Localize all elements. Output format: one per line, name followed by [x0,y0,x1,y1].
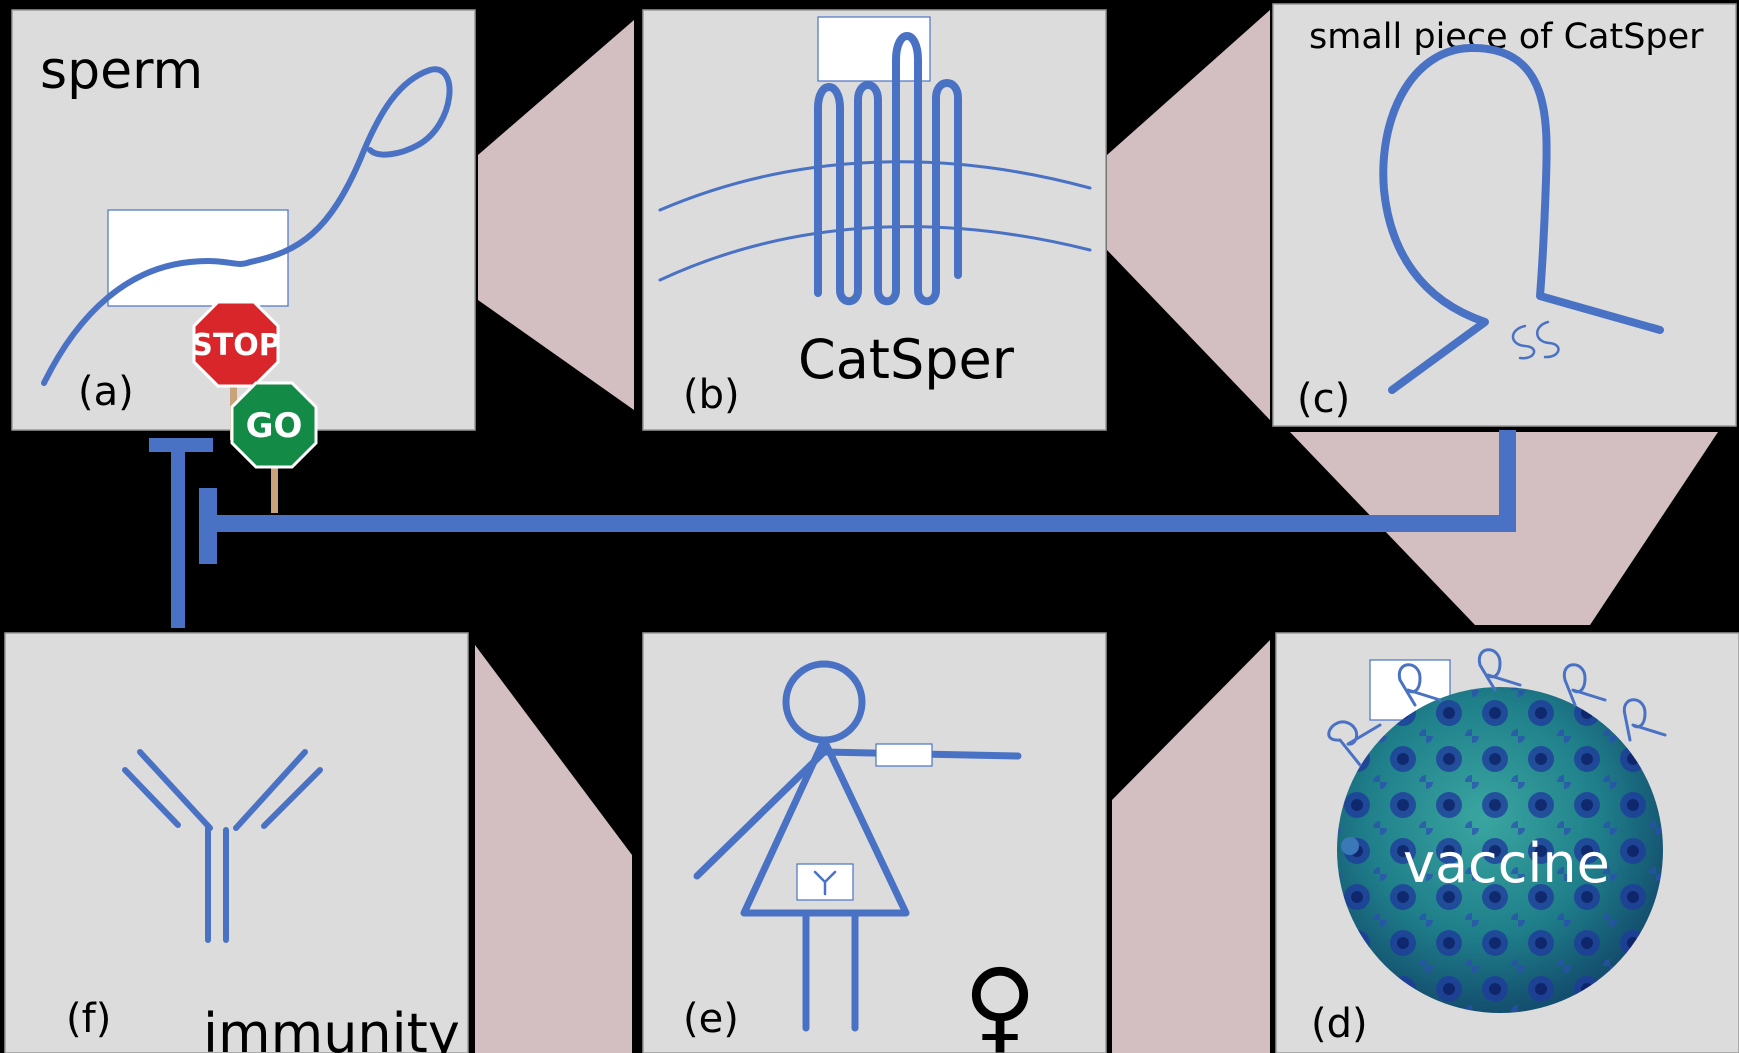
catsper-selection-box [817,16,931,82]
panel-c-label: (c) [1297,376,1350,422]
flexible-linker [1511,320,1560,360]
panel-e-woman: ♀ (e) [642,632,1107,1053]
panel-d-vaccine: vaccine (d) [1275,632,1739,1053]
small-antibody-icon [813,870,837,896]
panel-a-label: (a) [78,369,134,415]
panel-e-label: (e) [683,996,739,1042]
panel-f-title: immunity [203,1002,460,1053]
go-sign-icon: GO [230,381,318,513]
antibody-icon [122,749,323,943]
catsper-helices [814,32,962,306]
connector-a-to-b [478,20,634,410]
go-sign-text: GO [246,406,303,446]
panel-b-label: (b) [683,372,740,418]
inhibition-arrow-catsper [199,430,1516,564]
panel-d-title: vaccine [1403,832,1610,895]
displayed-peptides [1327,648,1667,767]
vlp-attachment-dot [1341,837,1359,855]
panel-c-small-piece: small piece of CatSper (c) [1272,3,1737,427]
connector-b-to-c [1107,10,1270,420]
panel-f-immunity: immunity (f) [4,632,469,1053]
peptide-loop [1379,43,1664,394]
connector-d-to-e [1112,640,1270,1053]
panel-b-catsper: CatSper (b) [642,9,1107,431]
panel-b-title: CatSper [798,328,1015,391]
panel-a-title: sperm [40,41,203,101]
panel-d-label: (d) [1311,1001,1368,1047]
injection-box [875,743,933,767]
female-symbol-icon: ♀ [963,947,1036,1053]
stop-sign-text: STOP [191,328,281,363]
sperm-tail [41,66,453,386]
panel-a-sperm: sperm (a) STOP GO [11,9,476,513]
connector-e-to-f [475,645,632,1053]
inhibition-arrow-immunity [149,438,213,628]
panel-f-label: (f) [66,996,111,1042]
